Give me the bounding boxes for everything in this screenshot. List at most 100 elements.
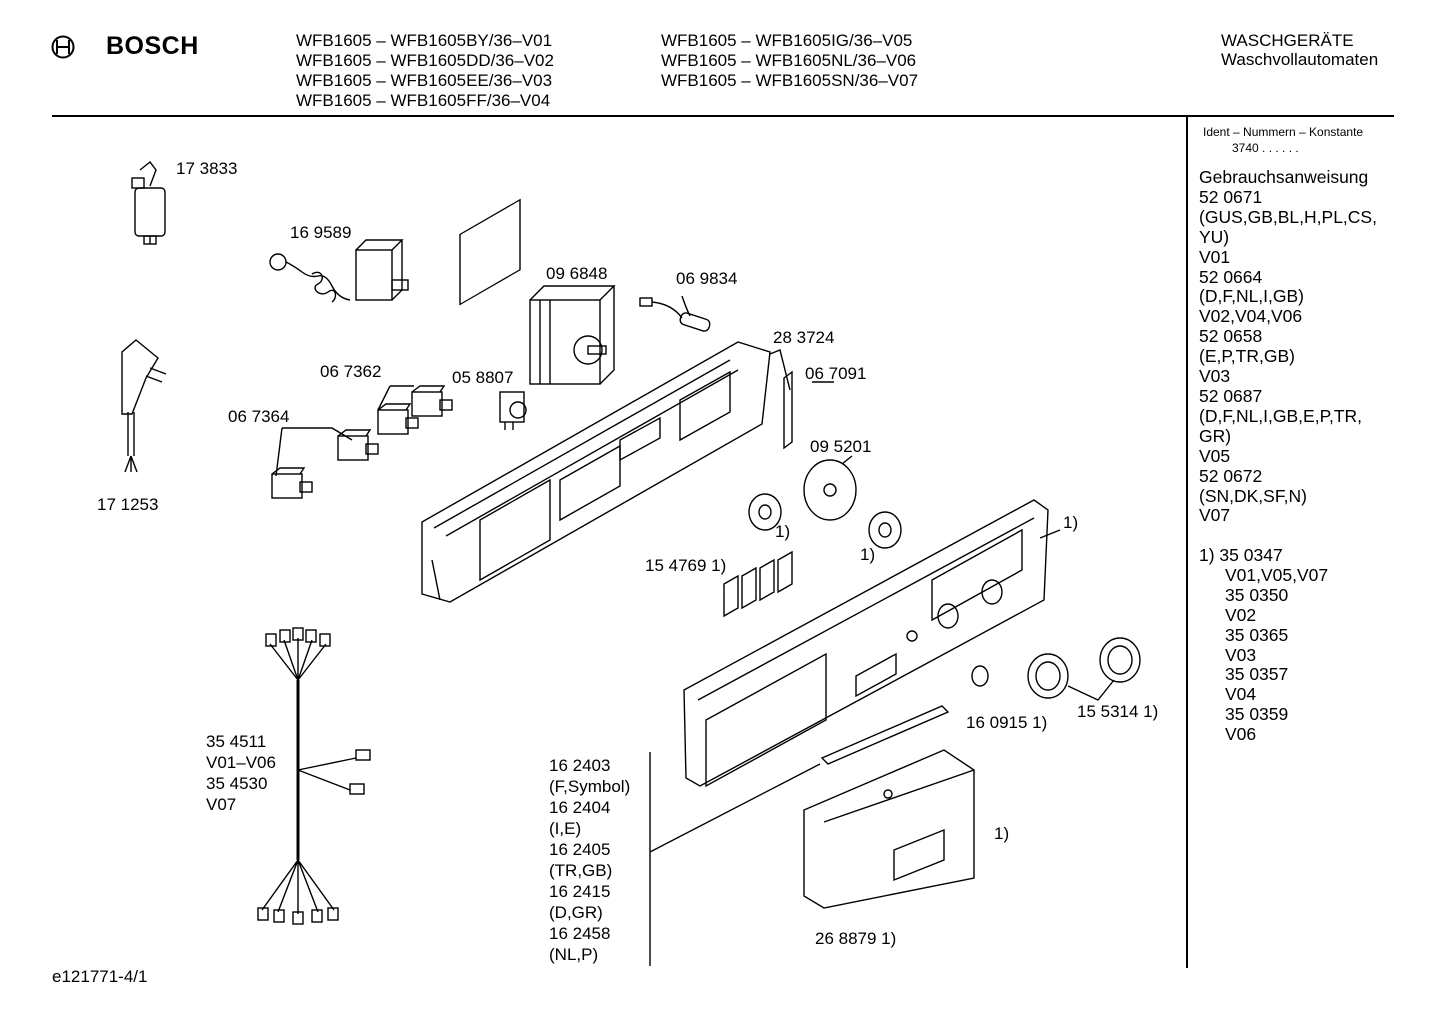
model-line: WFB1605 – WFB1605NL/36–V06	[661, 51, 917, 70]
part-label-069834: 06 9834	[676, 269, 738, 288]
part-label-067091: 06 7091	[805, 364, 867, 383]
footnote-line: V06	[1225, 724, 1257, 745]
wiring-harness-icon	[257, 627, 371, 925]
symbol-line: 16 2405	[549, 840, 611, 859]
symbol-line: (F,Symbol)	[549, 777, 631, 796]
knob-hub-icon	[748, 493, 782, 531]
key-buttons-icon	[723, 550, 793, 618]
thermostat-icon	[269, 239, 409, 303]
category-line: WASCHGERÄTE	[1221, 31, 1354, 50]
model-line: WFB1605 – WFB1605DD/36–V02	[296, 51, 554, 70]
footnote-line: V02	[1225, 604, 1257, 625]
footnote-marker: 1)	[1063, 513, 1079, 532]
symbol-strip-icon	[820, 705, 950, 765]
part-label-067362: 06 7362	[320, 362, 382, 381]
part-label-283724: 28 3724	[773, 328, 835, 347]
part-label-154769: 15 4769 1)	[645, 556, 727, 575]
push-switch-icon	[377, 403, 419, 435]
harness-line: 35 4530	[206, 774, 268, 793]
footnote-list: 1) 35 0347 V01,V05,V07 35 0350 V02 35 03…	[1199, 545, 1329, 745]
symbol-line: (D,GR)	[549, 903, 603, 922]
part-label-169589: 16 9589	[290, 223, 352, 242]
knob-base-plate-icon	[803, 455, 857, 521]
symbol-line: (I,E)	[549, 819, 582, 838]
part-label-058807: 05 8807	[452, 368, 514, 387]
brand-wordmark: BOSCH	[106, 32, 199, 60]
symbol-line: (TR,GB)	[549, 861, 613, 880]
sidebar-line: V05	[1199, 445, 1231, 466]
sidebar-line: V07	[1199, 505, 1231, 526]
harness-line: V01–V06	[206, 753, 276, 772]
model-list-right: WFB1605 – WFB1605IG/36–V05 WFB1605 – WFB…	[661, 31, 918, 91]
program-knob-icon	[1027, 653, 1069, 699]
control-fascia-panel-icon	[683, 499, 1061, 788]
ident-label: Ident – Nummern – Konstante	[1203, 125, 1364, 139]
sidebar-line: YU)	[1199, 226, 1230, 247]
knob-hub-icon	[868, 511, 902, 549]
footnote-line: 35 0359	[1225, 704, 1289, 725]
sidebar-line: V03	[1199, 366, 1231, 387]
part-label-155314: 15 5314 1)	[1077, 702, 1159, 721]
footnote-line: 35 0350	[1225, 584, 1289, 605]
sidebar-line: V02,V04,V06	[1199, 306, 1303, 327]
harness-label: 35 4511 V01–V06 35 4530 V07	[206, 731, 276, 815]
model-list-left: WFB1605 – WFB1605BY/36–V01 WFB1605 – WFB…	[296, 31, 554, 111]
part-label-268879: 26 8879 1)	[815, 929, 897, 948]
footnote-line: V01,V05,V07	[1225, 564, 1329, 585]
control-panel-frame-icon	[421, 198, 771, 603]
footnote-line: V04	[1225, 684, 1257, 705]
sidebar-line: (GUS,GB,BL,H,PL,CS,	[1199, 206, 1377, 227]
harness-line: 35 4511	[206, 732, 267, 751]
sidebar-line: 52 0658	[1199, 326, 1263, 347]
sidebar-line: 52 0664	[1199, 266, 1263, 287]
model-line: WFB1605 – WFB1605SN/36–V07	[661, 71, 919, 90]
sidebar-line: (D,F,NL,I,GB)	[1199, 286, 1305, 307]
manual-list: Gebrauchsanweisung 52 0671 (GUS,GB,BL,H,…	[1199, 167, 1377, 526]
category-line: Waschvollautomaten	[1221, 50, 1379, 69]
sidebar-line: 52 0671	[1199, 186, 1263, 207]
detergent-drawer-front-icon	[803, 749, 975, 909]
symbol-line: 16 2403	[549, 756, 611, 775]
sidebar-line: 52 0687	[1199, 385, 1263, 406]
sidebar-line: GR)	[1199, 425, 1232, 446]
part-label-160915: 16 0915 1)	[966, 713, 1048, 732]
push-switch-icon	[337, 429, 379, 461]
footnote-marker: 1)	[860, 545, 876, 564]
sidebar-line: Gebrauchsanweisung	[1199, 167, 1369, 187]
model-line: WFB1605 – WFB1605BY/36–V01	[296, 31, 553, 50]
symbol-line: 16 2404	[549, 798, 611, 817]
potentiometer-icon	[499, 391, 527, 430]
small-knob-icon	[971, 665, 989, 687]
power-plug-icon	[121, 339, 167, 473]
suppressor-capacitor-icon	[131, 161, 166, 245]
symbol-line: (NL,P)	[549, 945, 599, 964]
symbol-line: 16 2415	[549, 882, 611, 901]
bosch-armature-logo-icon	[51, 35, 75, 59]
sidebar-line: V01	[1199, 246, 1231, 267]
part-label-095201: 09 5201	[810, 437, 872, 456]
document-id: e121771-4/1	[52, 967, 148, 986]
footnote-line: V03	[1225, 644, 1257, 665]
part-label-067364: 06 7364	[228, 407, 290, 426]
sidebar-line: 52 0672	[1199, 465, 1263, 486]
program-timer-icon	[529, 285, 616, 385]
push-switch-icon	[271, 467, 313, 499]
program-knob-icon	[1099, 637, 1141, 683]
ident-value: 3740 . . . . . .	[1232, 141, 1299, 155]
footnote-line: 35 0357	[1225, 664, 1289, 685]
sidebar-line: (E,P,TR,GB)	[1199, 346, 1295, 367]
category-title: WASCHGERÄTE Waschvollautomaten	[1221, 31, 1378, 69]
symbol-line: 16 2458	[549, 924, 611, 943]
model-line: WFB1605 – WFB1605FF/36–V04	[296, 91, 551, 110]
push-switch-icon	[411, 385, 453, 417]
model-line: WFB1605 – WFB1605IG/36–V05	[661, 31, 913, 50]
footnote-marker: 1)	[775, 522, 791, 541]
sensor-lead-icon	[639, 295, 711, 332]
part-label-171253: 17 1253	[97, 495, 159, 514]
footnote-marker: 1)	[994, 824, 1010, 843]
part-label-096848: 09 6848	[546, 264, 608, 283]
sidebar-line: (D,F,NL,I,GB,E,P,TR,	[1199, 405, 1363, 426]
footnote-line: 35 0365	[1225, 624, 1289, 645]
sidebar-line: (SN,DK,SF,N)	[1199, 485, 1307, 506]
